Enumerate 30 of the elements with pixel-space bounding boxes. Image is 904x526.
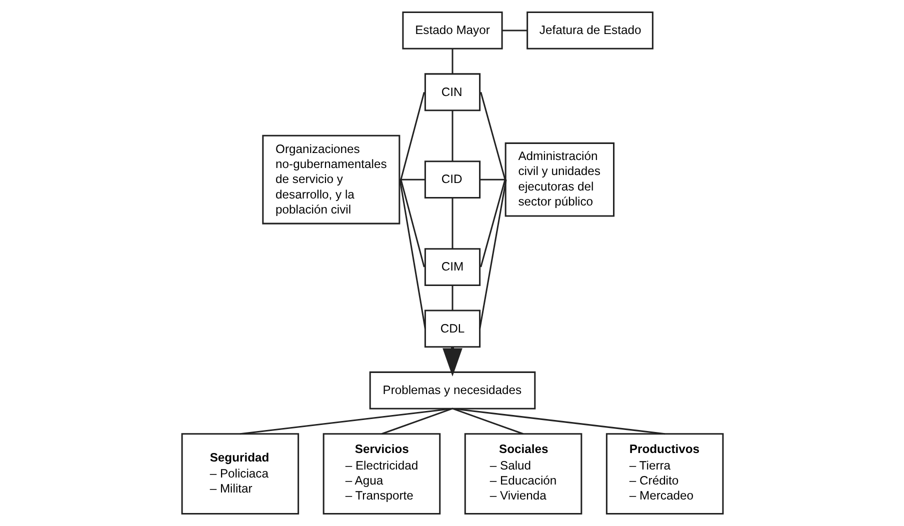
node-box: Administración civil y unidades ejecutoras del sector público <box>504 142 614 217</box>
connector <box>400 92 424 180</box>
node-box: CDL <box>424 310 480 348</box>
node-box: Organizaciones no-gubernamentales de servicio y desarrollo, y la población civil <box>262 134 400 224</box>
connector <box>480 92 506 180</box>
node-box: Seguridad – Policiaca – Militar <box>180 433 299 514</box>
connector <box>502 30 527 32</box>
connector <box>451 198 453 249</box>
node-box: Sociales – Salud – Educación – Vivienda <box>464 433 582 514</box>
connector <box>452 408 524 435</box>
connector <box>479 178 506 180</box>
node-box: Problemas y necesidades <box>368 371 536 410</box>
node-box: Estado Mayor <box>402 12 502 50</box>
connector <box>478 179 506 329</box>
node-box: Servicios – Electricidad – Agua – Transporte <box>322 433 440 514</box>
connector <box>400 179 424 268</box>
connector <box>398 178 425 180</box>
node-box: CIN <box>424 73 480 112</box>
node-box: CIM <box>424 248 480 286</box>
connector <box>380 408 452 435</box>
connector <box>452 408 664 435</box>
node-box: CID <box>424 160 480 199</box>
connector <box>451 48 453 74</box>
connector <box>451 285 453 310</box>
node-box: Productivos – Tierra – Crédito – Mercadeo <box>605 433 724 514</box>
connector <box>240 408 452 435</box>
connector <box>398 179 426 329</box>
node-box: Jefatura de Estado <box>526 12 653 50</box>
connector <box>480 179 506 268</box>
connector <box>451 110 453 162</box>
